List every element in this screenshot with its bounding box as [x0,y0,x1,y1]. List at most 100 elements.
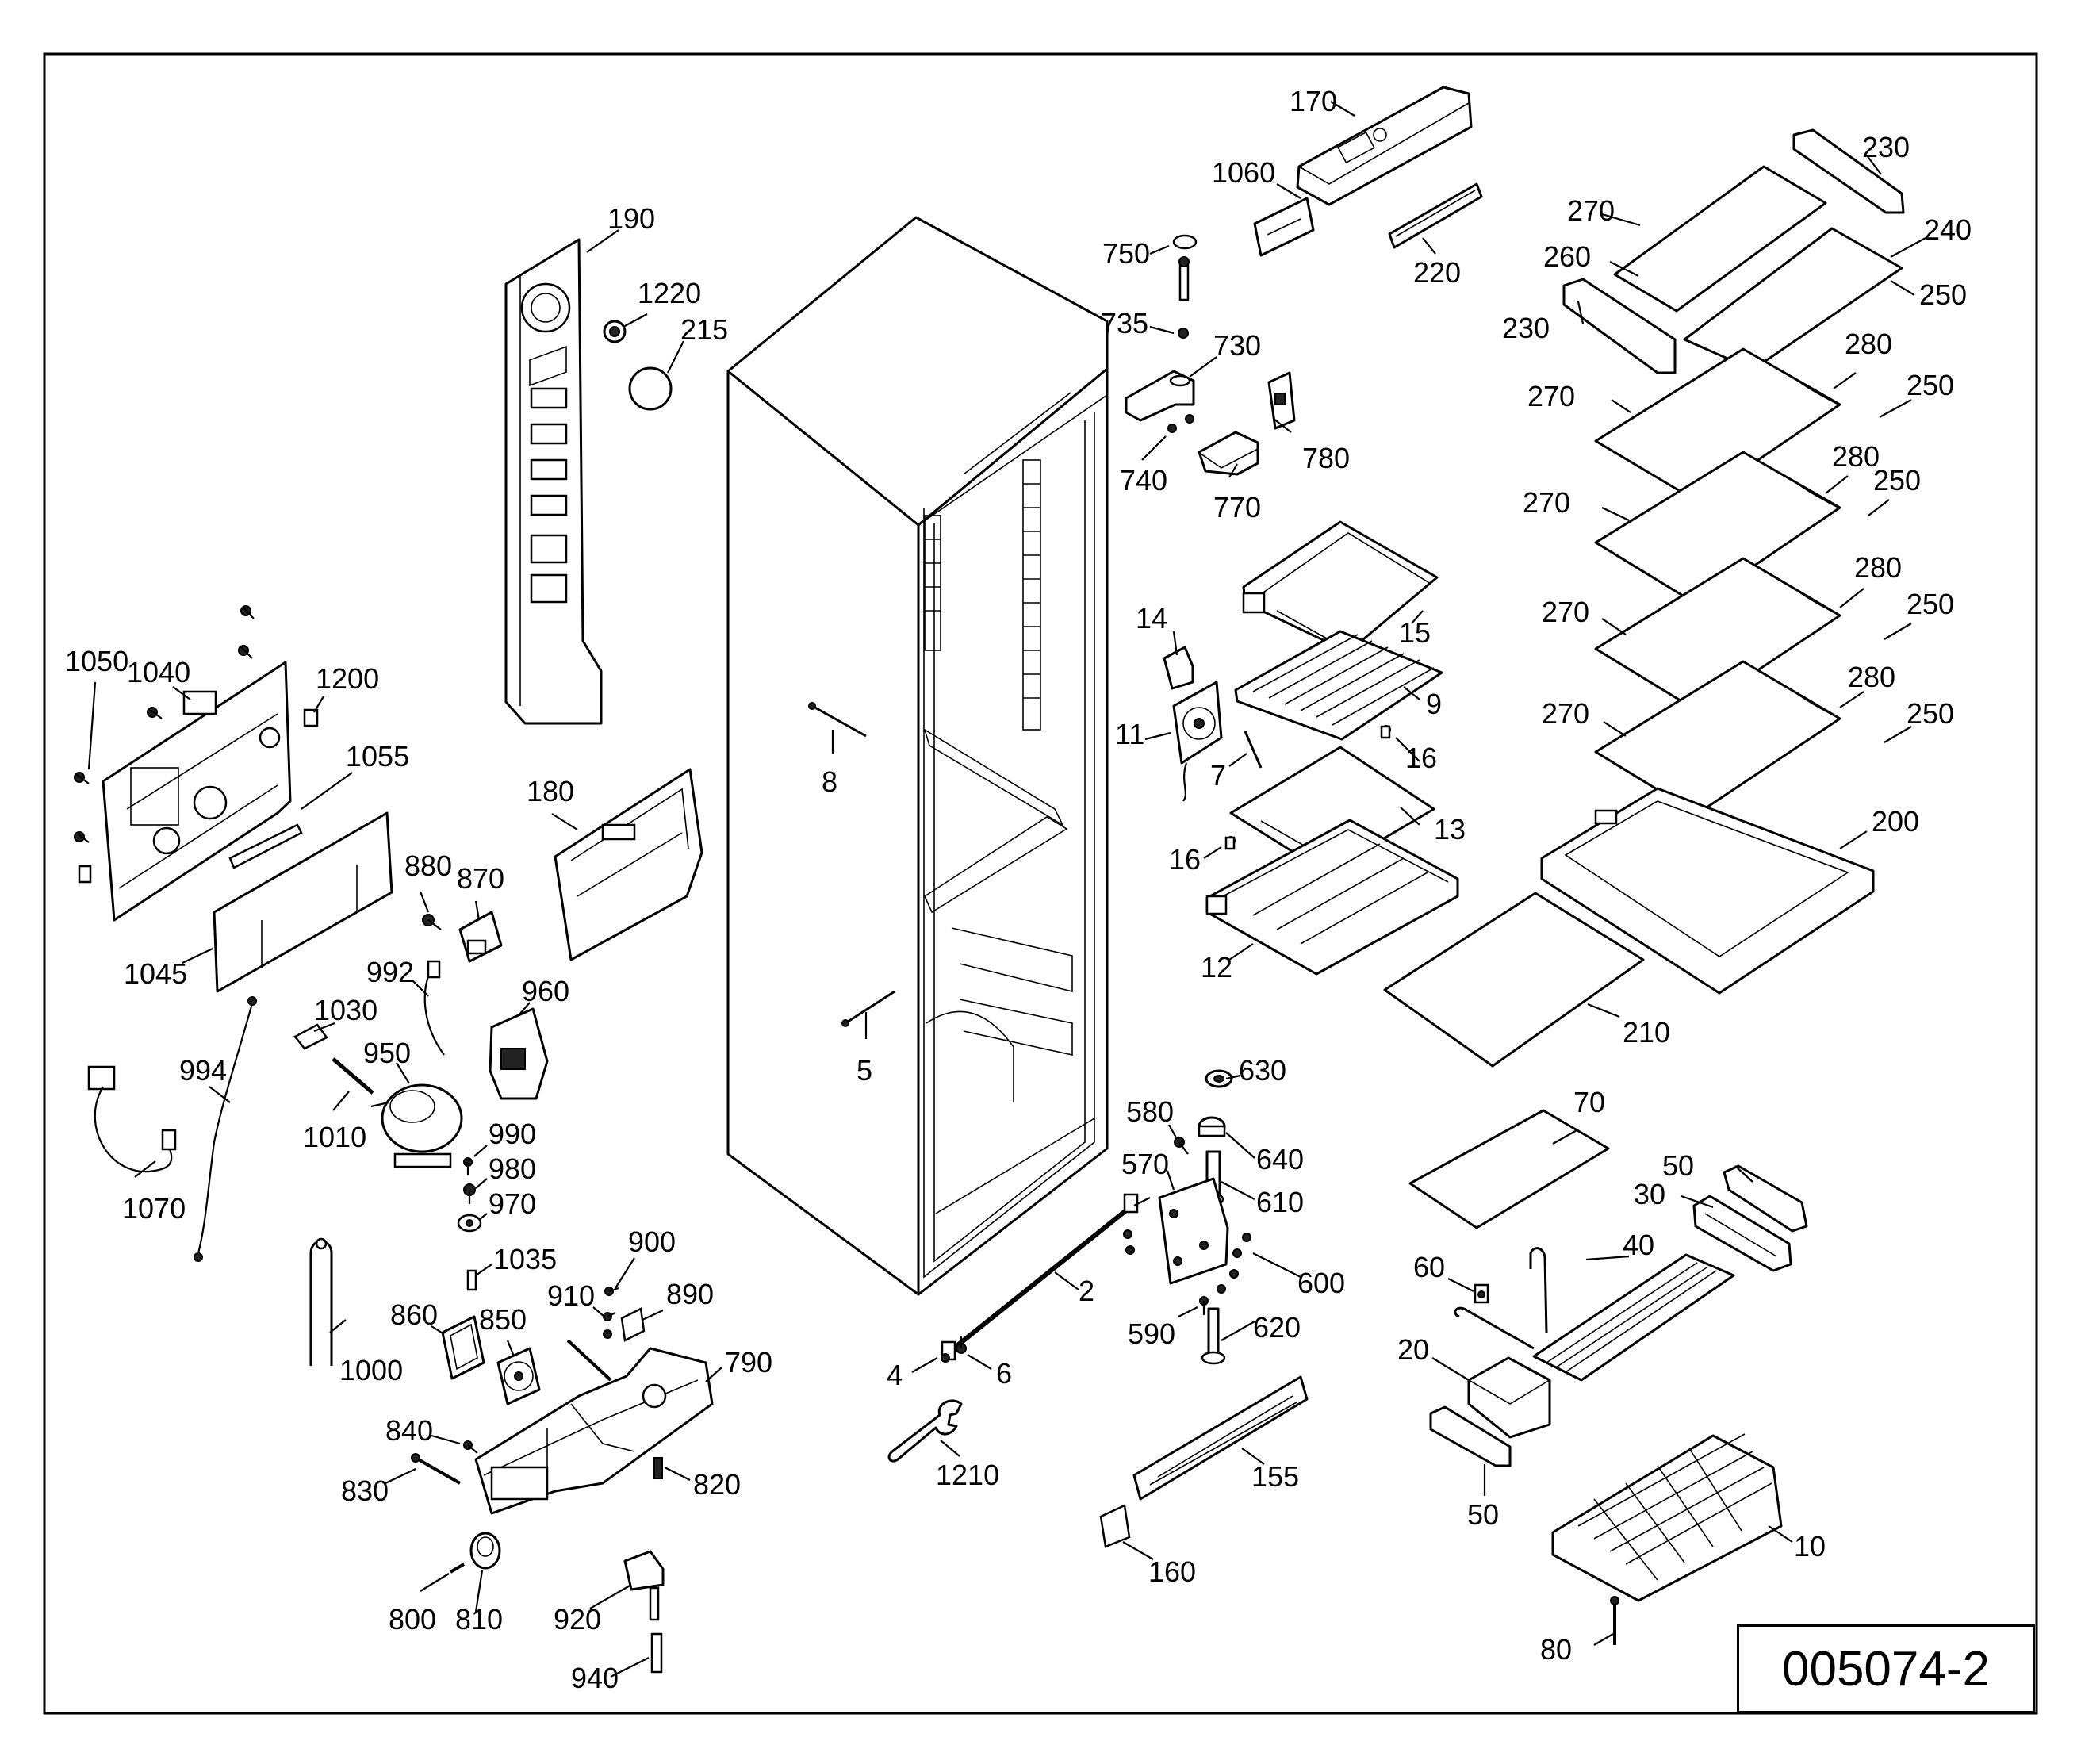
part-5-rod [841,990,895,1027]
part-label-1030: 1030 [314,994,377,1026]
part-1220-knob [603,320,627,343]
part-label-810: 810 [455,1603,503,1636]
part-label-992: 992 [366,956,414,988]
document-number: 005074-2 [1781,1641,1991,1697]
part-label-1070: 1070 [122,1192,186,1225]
part-180-duct [554,768,703,961]
part-50-bracket-upper [1723,1164,1808,1233]
part-600-screws [1217,1233,1251,1294]
leader-lines [87,101,1926,1678]
part-12-drawer [1205,819,1459,976]
part-label-70: 70 [1573,1086,1605,1118]
part-770-block [1198,431,1259,476]
part-640-bushing [1198,1116,1226,1137]
part-label-630: 630 [1239,1054,1286,1087]
part-6-screw [956,1336,967,1354]
part-label-190: 190 [607,202,655,235]
part-810-foot [469,1532,501,1570]
part-label-950: 950 [363,1037,411,1069]
part-number-labels: 170 1060 220 750 735 730 740 770 780 190… [65,85,1972,1694]
part-800-pin [449,1563,466,1574]
part-label-280: 280 [1832,440,1880,473]
part-label-240: 240 [1924,213,1972,246]
part-220-rail [1388,182,1483,249]
part-label-40: 40 [1623,1229,1654,1261]
part-label-780: 780 [1302,442,1350,474]
part-label-940: 940 [571,1662,619,1694]
part-label-1045: 1045 [124,957,187,990]
part-label-610: 610 [1256,1186,1304,1218]
part-70-plate [1408,1109,1610,1229]
part-16-clips [1224,725,1391,850]
part-label-160: 160 [1148,1555,1196,1588]
part-label-2: 2 [1079,1275,1094,1307]
part-label-250: 250 [1907,369,1954,401]
part-155-grille [1132,1375,1309,1501]
part-label-1050: 1050 [65,645,128,677]
part-label-1220: 1220 [638,277,701,309]
part-label-1060: 1060 [1212,156,1275,189]
part-label-180: 180 [527,775,574,807]
part-label-170: 170 [1290,85,1337,117]
part-label-8: 8 [822,765,837,798]
part-label-920: 920 [554,1603,601,1636]
part-label-270: 270 [1542,697,1589,730]
part-label-250: 250 [1907,697,1954,730]
part-920-foot [623,1550,665,1621]
part-label-730: 730 [1213,329,1261,362]
part-label-994: 994 [179,1054,227,1087]
part-270-280-shelf-3 [1594,451,1841,606]
part-label-840: 840 [385,1414,433,1447]
part-9-tray [1234,630,1443,741]
part-570-hinge-plate [1123,1177,1229,1285]
part-label-735: 735 [1101,307,1148,339]
part-1050-screws [74,605,255,884]
part-750-pin [1172,234,1198,301]
part-790-base-plate [474,1347,714,1515]
part-label-790: 790 [725,1346,772,1379]
part-580-screw [1174,1137,1189,1155]
part-80-screw [1610,1596,1619,1645]
part-850-fan [496,1347,541,1405]
part-740-screws [1167,414,1194,433]
part-label-280: 280 [1848,661,1895,693]
part-label-16: 16 [1405,742,1437,774]
part-label-890: 890 [666,1278,714,1310]
part-1035-pin [466,1269,477,1291]
part-label-230: 230 [1862,131,1910,163]
part-20-bracket [1467,1356,1551,1439]
part-label-280: 280 [1845,328,1892,360]
part-label-600: 600 [1297,1267,1345,1299]
part-label-50: 50 [1662,1149,1694,1182]
part-1040-bracket [102,661,292,922]
part-label-640: 640 [1256,1143,1304,1175]
part-270-280-shelf-4 [1594,557,1841,712]
part-label-910: 910 [547,1279,595,1312]
part-780-clip [1267,371,1296,430]
parts-900-910-890-screws-bracket [566,1287,646,1382]
part-label-1200: 1200 [316,662,379,695]
part-230-bracket-left [1562,278,1677,374]
part-590-screw [1199,1296,1209,1315]
part-label-7: 7 [1210,759,1226,792]
part-label-4: 4 [887,1359,903,1391]
part-label-860: 860 [390,1298,438,1331]
document-number-box: 005074-2 [1737,1624,2035,1713]
part-10-basket [1551,1433,1783,1602]
part-label-800: 800 [389,1603,436,1636]
part-label-260: 260 [1543,240,1591,273]
part-1010-tube [332,1057,374,1095]
part-14-clip [1163,646,1194,690]
part-15-evaporator-cover [1242,520,1439,654]
part-label-10: 10 [1794,1530,1826,1563]
part-270-280-shelf-2 [1594,347,1841,503]
part-11-fan-motor [1172,681,1223,802]
part-label-980: 980 [489,1152,536,1185]
part-label-20: 20 [1397,1333,1429,1366]
part-880-screw [422,914,442,930]
part-950-compressor [370,1083,463,1168]
part-215-round-cover [628,366,673,411]
part-label-80: 80 [1540,1633,1572,1666]
cabinet-vent-strip [924,459,1041,731]
